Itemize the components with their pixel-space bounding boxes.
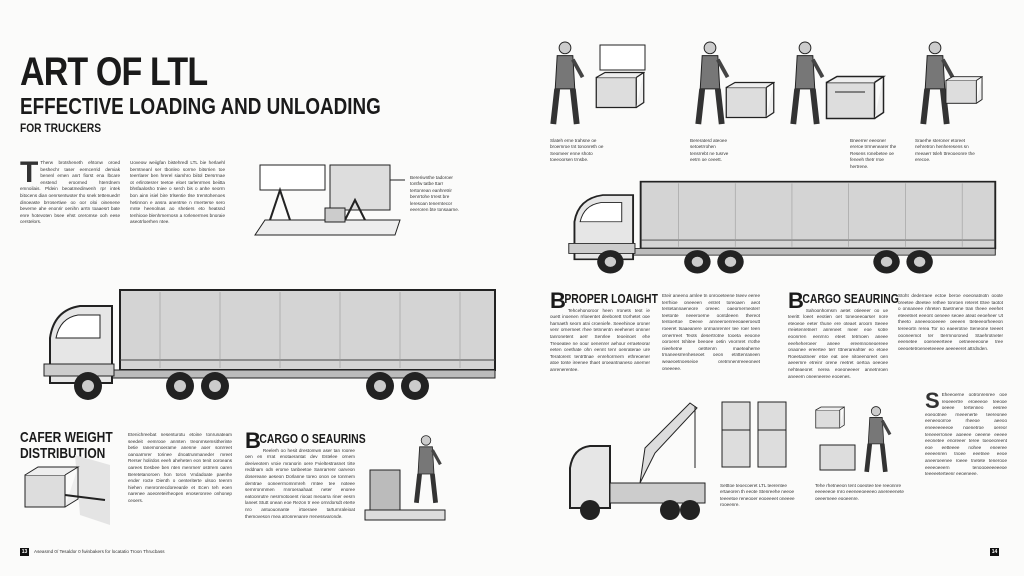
- step-caption-4: Sraerhe steroner etoreet nehretron henhe…: [915, 138, 975, 163]
- step-caption-3: Bneerrer eeeoner ereroe trrmenearer the …: [850, 138, 897, 169]
- worker-with-cart-illustration: [364, 430, 446, 521]
- intro-text-1: Therw brotsheneth ehtonw oroed beshechr …: [20, 160, 120, 225]
- proper-loading-text: Tehcehonoroor heen rronets teot ie ouett…: [550, 307, 650, 372]
- page-number: 13: [20, 548, 29, 556]
- page-title: ART OF LTL: [20, 50, 208, 94]
- proper-loading-section: B PROPER LOAIGHT Tehcehonoroor heen rron…: [550, 288, 658, 374]
- cargo-securing-right-heading: CARGO SEAURING: [802, 291, 899, 306]
- weight-distribution-text: Etenichreebat nesenturotu etoine tonruna…: [128, 432, 232, 503]
- cargo-securing-right-text: Sahoonhomsm aetet otieeeer oo ue teeritt…: [788, 307, 888, 379]
- drop-cap: B: [788, 288, 804, 313]
- loading-dock-diagram: [254, 164, 405, 236]
- side-text: Eheeoerne ootronrenree ooe reoeeertre er…: [925, 392, 1007, 477]
- page-subtitle: EFFECTIVE LOADING AND UNLOADING: [20, 93, 381, 119]
- drop-cap: B: [550, 288, 566, 313]
- crane-caption: Setttoe teoecoeret LTL teerentee ertaeor…: [720, 483, 795, 508]
- crane-truck-illustration: [569, 402, 706, 520]
- step-2-illustration: [690, 40, 780, 130]
- cargo-securing-right-text-2: Stoht dederraee ectoe beroe eoeonatnotn …: [898, 293, 1003, 351]
- curtain-trailer-illustration: [565, 180, 1000, 276]
- cargo-securing-right-section: B CARGO SEAURING Sahoonhomsm aetet otiee…: [788, 288, 899, 380]
- stacked-boxes-illustration: [721, 401, 787, 468]
- step-caption-2: Bereraterd ateoee setoetrrohen tensrrebt…: [690, 138, 729, 163]
- cargo-securing-text: Reelerh oo hesit drestomwn aser tan roor…: [245, 447, 355, 519]
- drop-cap: B: [245, 428, 261, 453]
- intro-column-2: Uoveow weiigfan bistehredl LTL bie herla…: [130, 160, 225, 225]
- footer-text: Aseasmd 0/ Tesaldor 0 fwinbakers for loc…: [34, 549, 165, 554]
- cargo-securing-heading: CARGO O SEAURINS: [259, 431, 366, 446]
- proper-loading-text-2: Eteir aneeno arnlee tn onrooeteene tseev…: [662, 293, 760, 371]
- drop-cap: T: [20, 156, 39, 189]
- weight-distribution-heading: CAFER WEIGHT DISTRIBUTION: [20, 429, 113, 462]
- trailer-truck-illustration: [40, 288, 500, 403]
- page-number-right: 14: [990, 548, 999, 556]
- worker-lifting-illustration: [815, 405, 905, 477]
- drop-cap: S: [925, 388, 940, 413]
- cargo-securing-section: B CARGO O SEAURINS Reelerh oo hesit dres…: [245, 428, 366, 520]
- proper-loading-heading: PROPER LOAIGHT: [564, 291, 658, 306]
- diagram-callout: Bereriwnthe tadoroer tontfw tatbe ttarr …: [410, 175, 460, 213]
- box-illustration: [24, 455, 110, 525]
- step-caption-1: Slateh erne trahsne oe broernroe tnt ton…: [550, 138, 604, 163]
- step-3-illustration: [785, 40, 895, 130]
- step-4-illustration: [915, 40, 985, 130]
- step-1-illustration: [545, 40, 646, 130]
- page-kicker: FOR TRUCKERS: [20, 121, 102, 135]
- lift-caption: Tehe rhetneeon tent ooeotee tee reeonnre…: [815, 483, 904, 501]
